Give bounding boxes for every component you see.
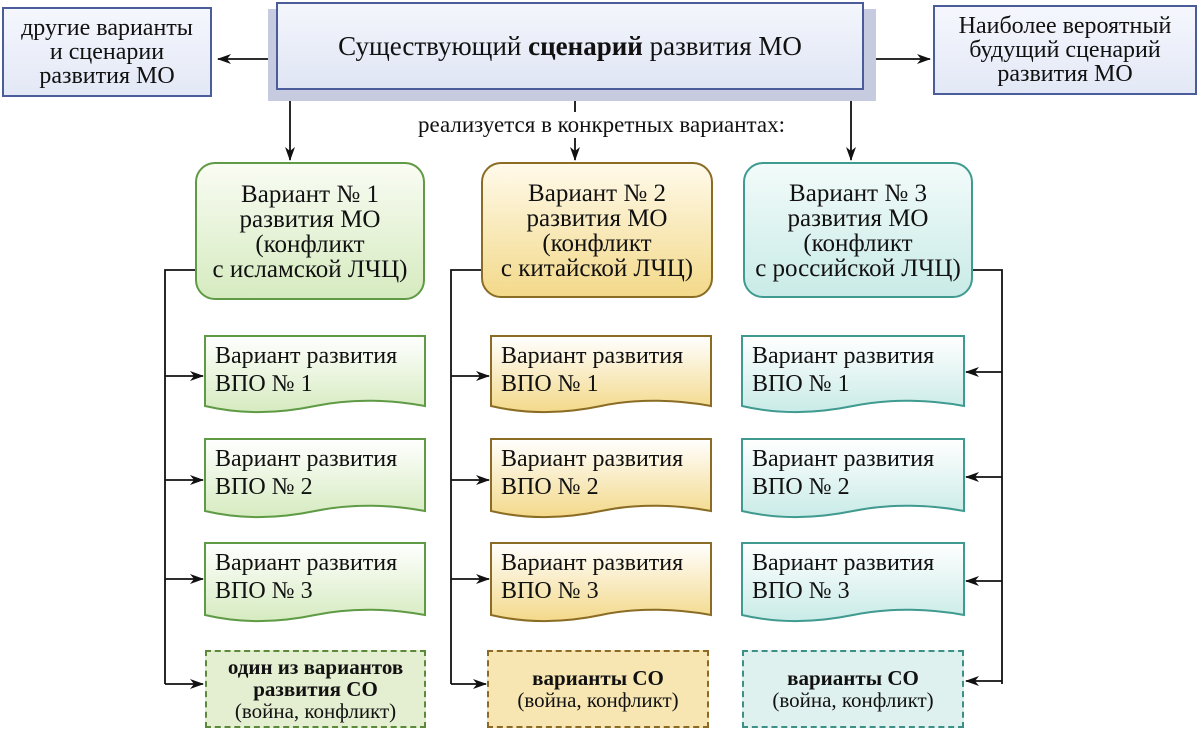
bracket-column-2 xyxy=(450,269,481,684)
variant-3-line: развития МО xyxy=(787,205,929,232)
probable-scenario-box: Наиболее вероятный будущий сценарий разв… xyxy=(933,5,1197,95)
variant-2-line: с китайской ЛЧЦ) xyxy=(500,255,694,282)
variant-3-line: с российской ЛЧЦ) xyxy=(755,255,961,282)
variant-1-line: с исламской ЛЧЦ) xyxy=(212,256,408,283)
doc-line: ВПО № 3 xyxy=(752,578,850,604)
doc-line: ВПО № 2 xyxy=(215,474,313,500)
so-box-col2: варианты СО (война, конфликт) xyxy=(487,650,709,728)
central-scenario-text-bold: сценарий xyxy=(528,30,643,61)
doc-line: ВПО № 1 xyxy=(752,371,850,397)
other-scenarios-box: другие варианты и сценарии развития МО xyxy=(2,7,212,97)
variant-3-line: (конфликт xyxy=(803,230,913,257)
variant-3-box: Вариант № 3 развития МО (конфликт с росс… xyxy=(743,162,973,298)
variant-2-line: развития МО xyxy=(526,205,668,232)
so-bold-line: развития СО xyxy=(253,677,378,701)
other-scenarios-line: и сценарии xyxy=(49,39,165,65)
document-shape xyxy=(741,438,965,518)
doc-line: ВПО № 2 xyxy=(501,474,599,500)
variant-2-box: Вариант № 2 развития МО (конфликт с кита… xyxy=(481,162,713,298)
variant-1-box: Вариант № 1 развития МО (конфликт с исла… xyxy=(195,162,425,300)
doc-line: ВПО № 3 xyxy=(215,578,313,604)
probable-scenario-line: Наиболее вероятный xyxy=(958,13,1172,39)
doc-line: Вариант развития xyxy=(501,550,684,576)
doc-line: ВПО № 2 xyxy=(752,474,850,500)
doc-line: Вариант развития xyxy=(752,343,935,369)
document-shape xyxy=(204,438,426,518)
variant-3-line: Вариант № 3 xyxy=(789,180,927,207)
doc-line: Вариант развития xyxy=(215,550,398,576)
so-bold-line: варианты СО xyxy=(532,666,664,690)
variant-2-line: (конфликт xyxy=(542,230,652,257)
doc-line: ВПО № 1 xyxy=(501,371,599,397)
doc-line: ВПО № 1 xyxy=(215,371,313,397)
central-scenario-text-post: развития МО xyxy=(642,30,802,61)
so-box-col1: один из вариантов развития СО (война, ко… xyxy=(205,650,426,728)
so-bold-line: один из вариантов xyxy=(227,655,404,679)
doc-line: Вариант развития xyxy=(215,446,398,472)
bracket-column-3 xyxy=(973,269,1003,684)
bracket-column-1 xyxy=(164,269,195,684)
variant-1-line: (конфликт xyxy=(255,231,365,258)
central-scenario-title: Существующий сценарий развития МО xyxy=(338,31,802,62)
document-shape xyxy=(204,335,426,413)
probable-scenario-line: будущий сценарий xyxy=(969,37,1161,63)
realization-caption: реализуется в конкретных вариантах: xyxy=(414,112,789,138)
doc-line: Вариант развития xyxy=(215,343,398,369)
probable-scenario-line: развития МО xyxy=(997,61,1133,87)
document-shape xyxy=(490,542,712,622)
so-bold-line: варианты СО xyxy=(787,666,919,690)
document-shape xyxy=(204,542,426,622)
other-scenarios-line: другие варианты xyxy=(21,15,193,41)
document-shape xyxy=(490,335,712,413)
document-shape xyxy=(741,542,965,622)
doc-line: ВПО № 3 xyxy=(501,578,599,604)
central-scenario-box: Существующий сценарий развития МО xyxy=(276,2,864,90)
document-shape xyxy=(741,335,965,413)
variant-2-line: Вариант № 2 xyxy=(528,180,666,207)
other-scenarios-line: развития МО xyxy=(39,63,175,89)
so-box-col3: варианты СО (война, конфликт) xyxy=(742,650,964,728)
doc-line: Вариант развития xyxy=(501,446,684,472)
doc-line: Вариант развития xyxy=(752,446,935,472)
doc-line: Вариант развития xyxy=(501,343,684,369)
so-plain-line: (война, конфликт) xyxy=(517,688,679,712)
so-plain-line: (война, конфликт) xyxy=(772,688,934,712)
variant-1-line: развития МО xyxy=(239,206,381,233)
doc-line: Вариант развития xyxy=(752,550,935,576)
variant-1-line: Вариант № 1 xyxy=(241,181,379,208)
central-scenario-text-pre: Существующий xyxy=(338,30,529,61)
document-shape xyxy=(490,438,712,518)
so-plain-line: (война, конфликт) xyxy=(234,699,397,723)
